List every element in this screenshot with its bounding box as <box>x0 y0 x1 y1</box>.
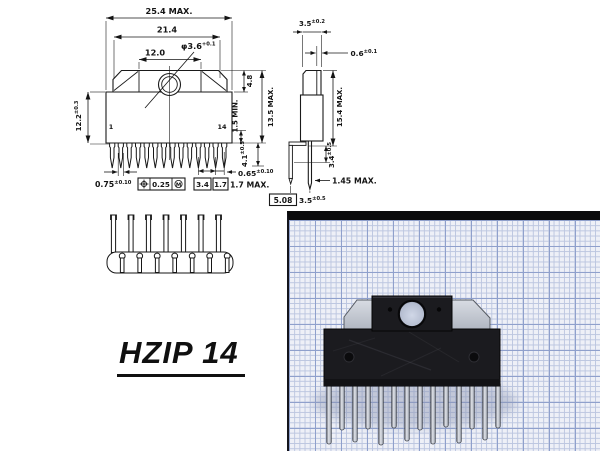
dim-row-pitch-label: 5.08 <box>274 196 293 205</box>
heatsink-corner-left <box>343 299 377 332</box>
dim-hole-dia-label: φ3.6+0.1 <box>181 41 216 51</box>
photo-recess-left <box>343 351 355 363</box>
dim-pitch-wide-label: 3.4 <box>196 180 209 189</box>
body-outline <box>105 91 233 144</box>
side-body-outline <box>299 94 324 142</box>
dim-bend-height-label: 3.4±0.5 <box>327 142 336 168</box>
photo-shadow <box>313 376 517 428</box>
dim-width-label: 25.4 MAX. <box>146 6 193 16</box>
photo-recess-right <box>468 351 480 363</box>
front-lead <box>288 141 307 186</box>
pin-row-view <box>106 214 234 274</box>
dim-hole-span-label: 12.0 <box>145 48 166 58</box>
front-view: 25.4 MAX. 21.4 12.0 φ3.6+0.1 12.2±0.3 4.… <box>74 6 275 191</box>
svg-text:M: M <box>176 182 181 188</box>
tab-chamfer-right <box>201 71 227 91</box>
dim-fin-thick-label: 0.6±0.1 <box>351 49 378 58</box>
heatsink-corner-right <box>451 299 491 332</box>
dim-bend-length-label: 4.1±0.5 <box>240 141 249 167</box>
pin14-label: 14 <box>217 123 227 131</box>
side-view: 3.5±0.2 0.6±0.1 15.4 MAX. 3.4±0.5 1.45 M… <box>268 19 378 207</box>
dim-total-height-label: 13.5 MAX. <box>267 87 275 127</box>
dim-tab-height-label: 4.8 <box>246 75 254 88</box>
dim-pitch-narrow-label: 1.7 <box>214 180 227 189</box>
back-lead <box>307 140 313 192</box>
component-photo-art <box>313 295 517 446</box>
photo-scratches <box>332 331 460 377</box>
dim-lead-width-label: 0.75±0.10 <box>95 180 132 189</box>
photo-tab-dot-right <box>436 307 442 312</box>
pin1-label: 1 <box>109 123 114 131</box>
dim-lead-proj-label: 3.5±0.5 <box>299 196 326 205</box>
dim-lead-thick-label: 1.7 MAX. <box>230 181 269 190</box>
back-pin-row <box>110 214 222 253</box>
pin-row-body <box>106 251 234 274</box>
front-view-pins <box>109 142 228 169</box>
package-name-label: HZIP 14 <box>117 335 245 377</box>
photo-mounting-hole <box>397 299 427 329</box>
dim-standoff-label: 1.5 MIN. <box>232 100 240 133</box>
dim-lead-width2-label: 0.65±0.10 <box>238 169 274 178</box>
photo-tab-dot-left <box>387 307 393 312</box>
position-tolerance-icon <box>139 179 149 189</box>
gdt-frame: 0.25 M <box>137 177 186 191</box>
component-photo <box>287 211 600 451</box>
photo-body-base <box>324 379 500 386</box>
side-dim-total-height-label: 15.4 MAX. <box>336 87 344 127</box>
dim-body-height-label: 12.2±0.3 <box>74 100 83 131</box>
tab-chamfer-left <box>113 71 139 91</box>
dim-tab-thick-label: 3.5±0.2 <box>299 19 325 28</box>
mmc-icon: M <box>174 179 183 188</box>
dim-tab-width-label: 21.4 <box>157 25 178 35</box>
side-tab-outline <box>302 69 322 96</box>
gdt-value-label: 0.25 <box>152 180 170 189</box>
side-dim-lead-thick-label: 1.45 MAX. <box>332 177 377 186</box>
